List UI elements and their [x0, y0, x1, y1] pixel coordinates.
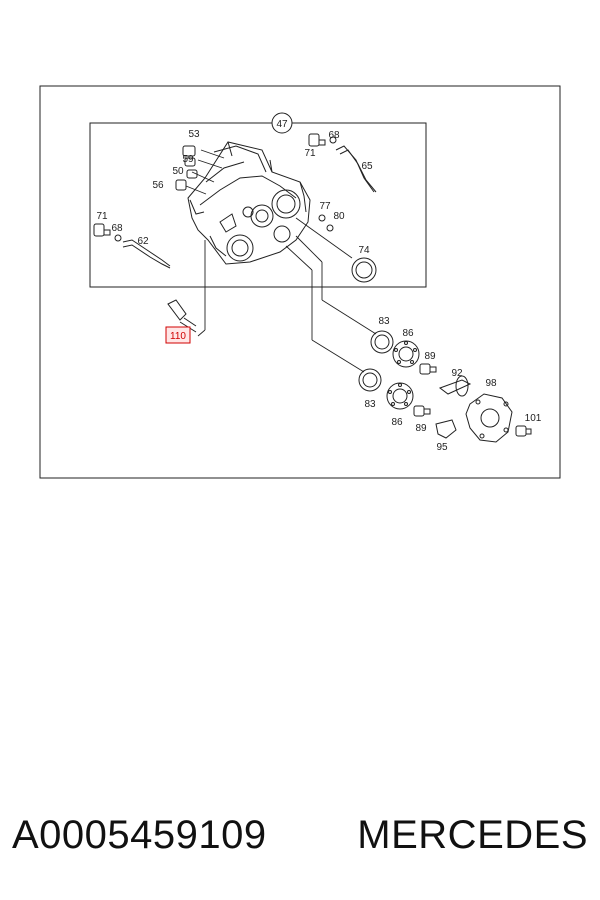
- seal-74: [351, 257, 377, 283]
- callout-62: 62: [137, 236, 149, 247]
- transmission-housing-drawing: [187, 141, 311, 265]
- callout-68-left: 68: [111, 223, 123, 234]
- callout-89-upper: 89: [424, 351, 436, 362]
- clip-95: [435, 419, 457, 439]
- callout-98: 98: [485, 378, 497, 389]
- upper-right-parts: [308, 133, 377, 193]
- bearing-86-upper: [392, 340, 420, 368]
- callout-110: 110: [170, 331, 186, 342]
- part-number: A0005459109: [12, 812, 267, 857]
- callout-110-highlight-box: [165, 326, 191, 344]
- callout-59: 59: [182, 154, 194, 165]
- ring-83-lower: [358, 368, 382, 392]
- callout-74: 74: [358, 245, 370, 256]
- bolt-101: [515, 425, 532, 437]
- callout-80: 80: [333, 211, 345, 222]
- callout-65: 65: [361, 161, 373, 172]
- ring-83-upper: [370, 330, 394, 354]
- callout-71-upper: 71: [304, 148, 316, 159]
- callout-92: 92: [451, 368, 463, 379]
- callout-47-circle: [271, 112, 293, 134]
- small-rings: [318, 214, 334, 232]
- leader-lines: [185, 149, 377, 373]
- brand-name: MERCEDES: [357, 812, 588, 857]
- flange-98: [465, 393, 513, 443]
- callout-83-upper: 83: [378, 316, 390, 327]
- housing-group-frame: [89, 122, 427, 288]
- callout-56: 56: [152, 180, 164, 191]
- callout-71-left: 71: [96, 211, 108, 222]
- callout-89-lower: 89: [415, 423, 427, 434]
- callout-77: 77: [319, 201, 331, 212]
- left-parts: [93, 223, 171, 269]
- callout-83-lower: 83: [364, 399, 376, 410]
- callout-86-lower: 86: [391, 417, 403, 428]
- bearing-86-lower: [386, 382, 414, 410]
- callout-50: 50: [172, 166, 184, 177]
- callout-68-upper: 68: [328, 130, 340, 141]
- callout-53: 53: [188, 129, 200, 140]
- caption: A0005459109 MERCEDES: [0, 800, 600, 870]
- small-plugs: [175, 145, 198, 191]
- callout-86-upper: 86: [402, 328, 414, 339]
- outer-frame: [39, 85, 561, 479]
- callout-95: 95: [436, 442, 448, 453]
- callout-47: 47: [276, 119, 288, 130]
- bolt-89-upper: [419, 363, 437, 375]
- bolt-89-lower: [413, 405, 431, 417]
- callout-101: 101: [525, 413, 542, 424]
- shaft-92: [438, 375, 472, 397]
